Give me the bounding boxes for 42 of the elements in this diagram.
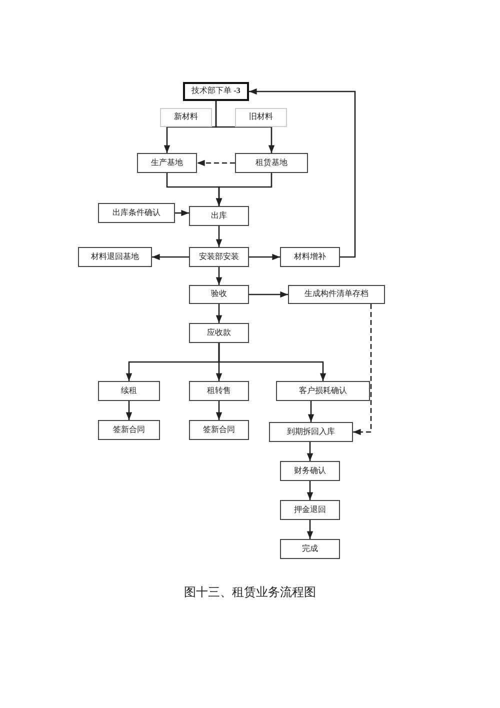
- process-box: 生成构件清单存档: [288, 285, 385, 304]
- arrow: [306, 442, 314, 461]
- arrow: [216, 173, 272, 206]
- arrow: [306, 520, 314, 539]
- arrow: [215, 101, 275, 153]
- process-box: 材料退回基地: [78, 247, 152, 267]
- arrow: [353, 304, 372, 436]
- arrow: [218, 343, 326, 381]
- arrow: [152, 254, 189, 260]
- process-box: 材料增补: [280, 247, 340, 267]
- process-box: 到期拆回入库: [269, 422, 353, 442]
- arrow: [306, 481, 314, 500]
- process-box: 安装部安装: [189, 247, 249, 267]
- process-box: 签新合同: [98, 420, 160, 440]
- process-box: 租转售: [189, 381, 249, 401]
- caption: 图十三、租赁业务流程图: [184, 584, 316, 601]
- arrow: [216, 304, 222, 323]
- process-box: 签新合同: [189, 420, 249, 440]
- arrow: [249, 88, 356, 258]
- process-box: 应收款: [189, 323, 249, 343]
- process-box: 生产基地: [137, 153, 197, 173]
- process-box: 完成: [280, 539, 340, 559]
- process-box: 出库条件确认: [98, 203, 175, 223]
- arrow: [126, 401, 132, 420]
- arrow: [175, 210, 189, 216]
- arrow: [216, 226, 222, 247]
- arrow: [197, 160, 235, 166]
- material-box: 旧材料: [235, 108, 287, 127]
- process-box: 租赁基地: [235, 153, 308, 173]
- process-box: 押金退回: [280, 500, 340, 520]
- process-box: 客户损耗确认: [276, 381, 370, 401]
- material-box: 新材料: [160, 108, 212, 127]
- arrow: [249, 291, 288, 298]
- process-box: 续租: [98, 381, 160, 401]
- process-box: 出库: [189, 206, 249, 226]
- process-box: 财务确认: [280, 461, 340, 481]
- process-box: 技术部下单 -3: [183, 82, 249, 101]
- arrow: [308, 401, 314, 422]
- arrow: [216, 401, 222, 420]
- arrow: [216, 267, 222, 285]
- arrow: [249, 254, 280, 260]
- process-box: 验收: [189, 285, 249, 304]
